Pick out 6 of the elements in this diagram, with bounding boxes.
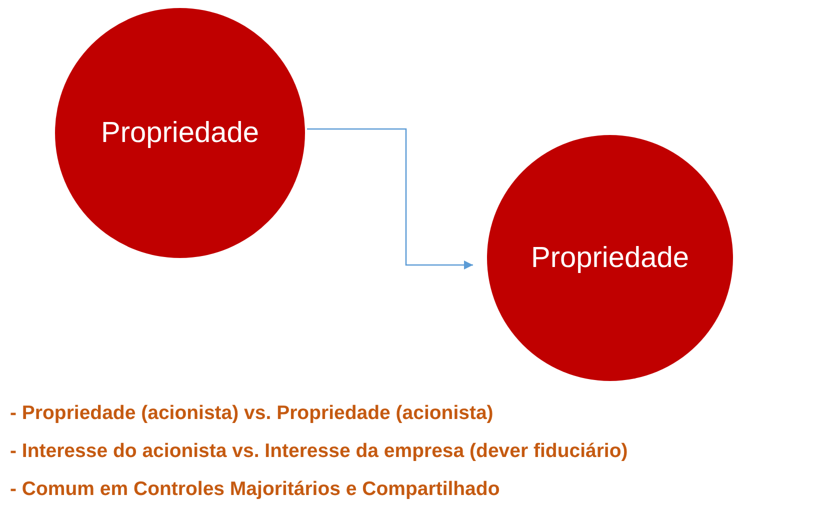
node-label: Propriedade — [101, 116, 259, 150]
bullet-note: - Interesse do acionista vs. Interesse da empresa (dever fiduciário) — [10, 440, 628, 463]
bullet-note: - Propriedade (acionista) vs. Propriedade (acionista) — [10, 402, 494, 425]
bullet-note: - Comum em Controles Majoritários e Compartilhado — [10, 478, 500, 501]
elbow-arrow — [307, 128, 473, 270]
node-label: Propriedade — [531, 242, 689, 274]
